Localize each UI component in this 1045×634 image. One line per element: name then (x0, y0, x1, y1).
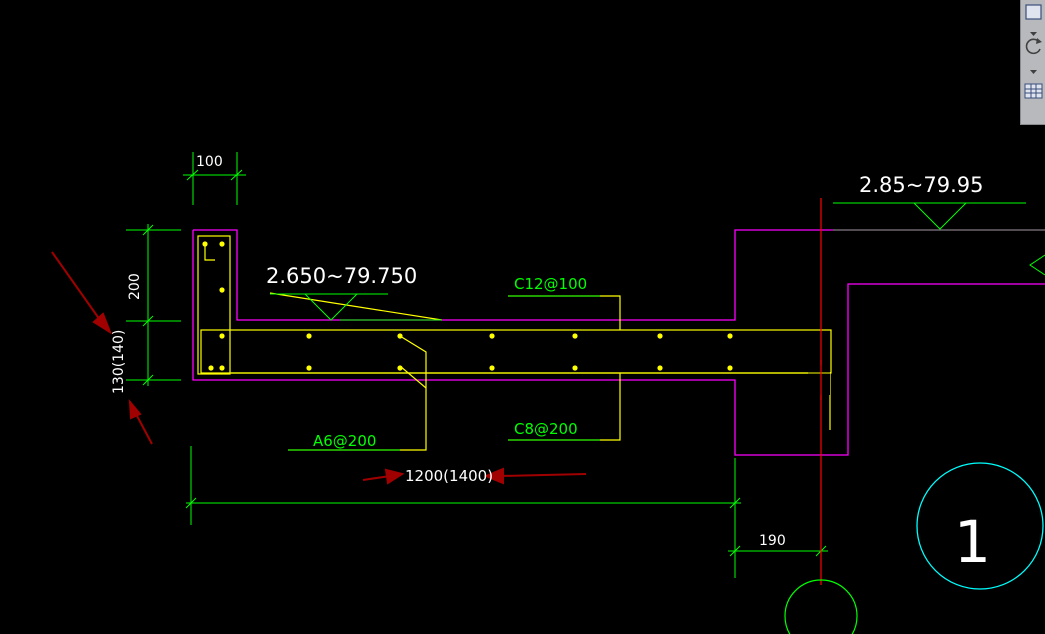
dim-wall: 190 (759, 533, 786, 549)
rebar-dot (489, 365, 495, 371)
structure-outline (192, 229, 1045, 456)
rebar-dot (219, 287, 225, 293)
rebar-dots (202, 241, 733, 371)
rebar-dot (572, 365, 578, 371)
rebar-dot (397, 365, 403, 371)
rebar-dot (202, 241, 208, 247)
rebar-dot (219, 241, 225, 247)
dim-vertical-upper: 200 (127, 273, 143, 300)
rebar-dot (306, 365, 312, 371)
level-floor: 2.85~79.95 (859, 173, 983, 197)
rebar-dot (727, 365, 733, 371)
rebar-dot (572, 333, 578, 339)
rebar-label-bottom: C8@200 (514, 420, 578, 438)
cad-toolbar (1020, 0, 1045, 125)
rebar-dot (208, 365, 214, 371)
level-slab: 2.650~79.750 (266, 264, 417, 288)
grid-icon[interactable] (1024, 82, 1043, 100)
dimension-lines (126, 152, 1045, 578)
section-mark: 1 (954, 508, 991, 576)
rebar-dot (657, 333, 663, 339)
dim-length: 1200(1400) (405, 467, 493, 485)
rebar-label-top: C12@100 (514, 275, 587, 293)
section-bubble (916, 462, 1044, 590)
chevron-down-icon[interactable] (1029, 62, 1038, 74)
rebar-dot (306, 333, 312, 339)
rebar-label-distribution: A6@200 (313, 432, 376, 450)
rebar-dot (489, 333, 495, 339)
rebar-dot (657, 365, 663, 371)
rebar-dot (397, 333, 403, 339)
annotation-arrows (51, 251, 587, 485)
axis-bubble (784, 579, 858, 634)
rebar-dot (219, 365, 225, 371)
dim-vertical-lower: 130(140) (111, 330, 127, 394)
chevron-down-icon[interactable] (1029, 24, 1038, 36)
rotate-icon[interactable] (1024, 36, 1043, 55)
rebar-dot (727, 333, 733, 339)
rebar-dot (219, 333, 225, 339)
select-icon[interactable] (1024, 3, 1043, 21)
dim-top-width: 100 (196, 154, 223, 170)
level-triangles (304, 202, 1045, 321)
